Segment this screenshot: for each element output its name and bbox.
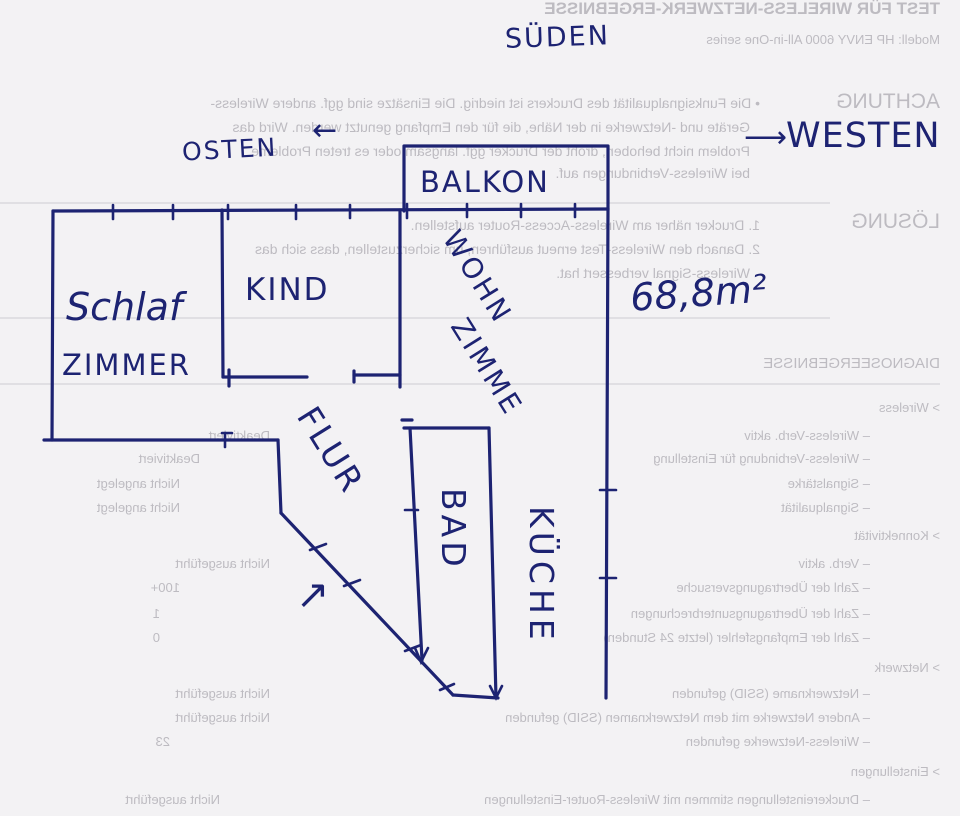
- background-printout: TEST FÜR WIRELESS-NETZWERK-ERGEBNISSE Mo…: [0, 0, 940, 807]
- window-ticks: [111, 202, 618, 692]
- bg-section-label: > Einstellungen: [851, 764, 940, 779]
- direction-arrows: [413, 646, 504, 701]
- arrow-left-icon: ←: [312, 113, 337, 148]
- bg-row-value: 100+: [151, 580, 180, 595]
- bg-row-value: Nicht ausgeführt: [175, 556, 270, 571]
- area-label: 68,8m²: [629, 266, 769, 319]
- bg-row-text: – Wireless-Verbindung für Einstellung: [653, 451, 870, 466]
- entrance-arrow-icon: ↗: [296, 572, 330, 618]
- room-label-bad: BAD: [434, 488, 473, 571]
- room-label-wohnzimmer-2: ZIMME: [444, 312, 529, 421]
- bath-right-wall: [487, 426, 498, 700]
- bg-row-value: Nicht ausgeführt: [175, 710, 270, 725]
- diagonal-entrance-wall: [279, 511, 455, 697]
- balcony-outline: [402, 144, 610, 213]
- kitchen-bottom-wall: [451, 693, 500, 700]
- bg-row-text: – Zahl der Übertragungsunterbrechungen: [631, 606, 870, 621]
- window-tick: [308, 542, 328, 552]
- floor-plan-walls: [42, 144, 610, 700]
- bg-row-value: Nicht ausgeführt: [175, 686, 270, 701]
- bg-achtung-line: bei Wireless-Verbindungen auf.: [555, 165, 750, 181]
- right-outer-wall: [604, 207, 610, 700]
- bg-row-value: 23: [156, 734, 170, 749]
- arrow-down-icon: [488, 684, 504, 701]
- window-tick: [438, 682, 456, 692]
- bg-model: Modell: HP ENVY 6000 All-in-One series: [706, 32, 940, 47]
- bg-row-text: – Signalqualität: [781, 500, 870, 515]
- room-label-kind: KIND: [245, 272, 330, 308]
- window-tick: [342, 578, 362, 588]
- bg-loesung-line: Wireless-Signal verbessert hat.: [556, 265, 750, 281]
- bg-row-text: – Verb. aktiv: [798, 556, 870, 571]
- bg-achtung-label: ACHTUNG: [836, 90, 940, 113]
- bg-row-text: – Wireless-Verb. aktiv: [744, 428, 870, 443]
- bg-loesung-line: 1. Drucker näher am Wireless-Access-Rout…: [411, 217, 760, 233]
- bg-row-value: Nicht angelegt: [97, 500, 180, 515]
- compass-east-label: OSTEN: [181, 133, 278, 167]
- compass-west-label: WESTEN: [786, 116, 941, 156]
- bath-left-wall: [408, 426, 424, 662]
- bg-achtung-line: Problem nicht behoben, droht der Drucker…: [251, 143, 750, 159]
- room-label-balkon: BALKON: [420, 165, 550, 199]
- bg-section-label: > Netzwerk: [874, 660, 940, 675]
- bg-row-value: Nicht ausgeführt: [125, 792, 220, 807]
- bg-section-label: > Konnektivität: [854, 528, 940, 543]
- bg-row-value: Deaktiviert: [138, 451, 200, 466]
- room-label-wohnzimmer-line2: ZIMME: [444, 312, 529, 421]
- bg-achtung-line: Geräte und -Netzwerke in der Nähe, die f…: [233, 119, 751, 135]
- bg-loesung-label: LÖSUNG: [851, 210, 940, 233]
- kind-left-wall: [220, 208, 225, 379]
- bg-row-value: 1: [153, 606, 160, 621]
- room-label-kueche-group: KÜCHE: [522, 506, 562, 645]
- arrow-down-icon: [413, 646, 430, 666]
- hall-left-wall: [276, 438, 283, 515]
- top-outer-wall: [51, 207, 610, 213]
- compass-south-label: SÜDEN: [504, 19, 610, 55]
- arrow-right-icon: ⟶: [744, 120, 787, 155]
- bg-diagnosis-heading: DIAGNOSEERGEBNISSE: [763, 355, 940, 372]
- bg-loesung-line: 2. Danach den Wireless-Test erneut ausfü…: [255, 241, 760, 257]
- bg-row-text: – Zahl der Empfangsfehler (letzte 24 Stu…: [603, 630, 870, 645]
- window-tick: [403, 643, 423, 653]
- room-label-flur-group: FLUR: [289, 400, 372, 501]
- bg-row-text: – Netzwerkname (SSID) gefunden: [672, 686, 870, 701]
- room-label-bad-group: BAD: [434, 488, 473, 571]
- bg-row-text: – Signalstärke: [788, 476, 870, 491]
- bg-row-value: 0: [153, 630, 160, 645]
- bg-section-label: > Wireless: [878, 400, 940, 415]
- room-label-schlafzimmer-line1: Schlaf: [66, 285, 188, 329]
- bg-row-text: – Andere Netzwerke mit dem Netzwerknamen…: [505, 710, 870, 725]
- bg-row-text: – Zahl der Übertragungsversuche: [676, 580, 870, 595]
- bg-achtung-line: • Die Funksignalqualität des Druckers is…: [210, 95, 760, 111]
- room-label-schlafzimmer-line2: ZIMMER: [62, 348, 191, 382]
- bg-row-text: – Wireless-Netzwerke gefunden: [686, 734, 870, 749]
- left-outer-wall: [50, 209, 55, 442]
- bg-row-value: Nicht angelegt: [97, 476, 180, 491]
- room-label-flur: FLUR: [289, 400, 372, 501]
- bg-row-text: – Druckereinstellungen stimmen mit Wirel…: [484, 792, 870, 807]
- room-label-kueche: KÜCHE: [522, 506, 562, 645]
- bg-title: TEST FÜR WIRELESS-NETZWERK-ERGEBNISSE: [544, 0, 940, 18]
